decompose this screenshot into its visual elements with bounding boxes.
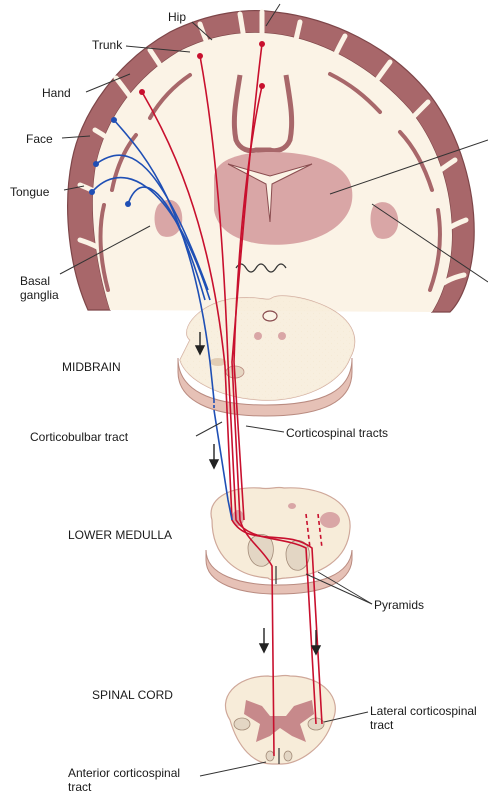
label-anterior-corticospinal-line2: tract	[68, 780, 91, 794]
anterior-cst-area-right	[284, 751, 292, 761]
label-anterior-corticospinal-line1: Anterior corticospinal	[68, 766, 180, 780]
medulla-nucleus-top	[288, 503, 296, 509]
label-pyramids: Pyramids	[374, 598, 424, 612]
label-tongue: Tongue	[10, 185, 49, 199]
label-spinal-cord: SPINAL CORD	[92, 688, 173, 702]
neuron-face	[111, 117, 117, 123]
neuron-tongue-3	[93, 161, 99, 167]
anterior-cst-area-left	[266, 751, 274, 761]
label-face: Face	[26, 132, 53, 146]
midbrain-nucleus-1	[278, 332, 286, 340]
spinal-cord-section	[225, 675, 335, 764]
label-trunk: Trunk	[92, 38, 122, 52]
medulla-olive-right	[320, 512, 340, 528]
arrow-down-icon	[260, 628, 268, 652]
label-lower-medulla: LOWER MEDULLA	[68, 528, 172, 542]
lateral-cst-area-left	[234, 718, 250, 730]
arrow-down-icon	[210, 444, 218, 468]
midbrain-nucleus-2	[254, 332, 262, 340]
label-hip: Hip	[168, 10, 186, 24]
label-corticospinal-tracts: Corticospinal tracts	[286, 426, 388, 440]
label-midbrain: MIDBRAIN	[62, 360, 121, 374]
neuron-hip	[259, 41, 265, 47]
label-hand: Hand	[42, 86, 71, 100]
label-corticobulbar-tract: Corticobulbar tract	[30, 430, 128, 444]
midbrain-section	[178, 296, 355, 416]
label-lateral-corticospinal-line1: Lateral corticospinal	[370, 704, 477, 718]
label-lateral-corticospinal-line2: tract	[370, 718, 393, 732]
brain-coronal-section	[68, 11, 475, 312]
label-basal-ganglia-line1: Basal	[20, 274, 50, 288]
cerebral-aqueduct	[263, 311, 277, 321]
neuron-tongue-2	[125, 201, 131, 207]
neuron-hand	[139, 89, 145, 95]
neuron-trunk	[197, 53, 203, 59]
arrow-down-icon	[312, 630, 320, 654]
neuron-tongue-1	[89, 189, 95, 195]
neuron-medial	[259, 83, 265, 89]
label-basal-ganglia-line2: ganglia	[20, 288, 59, 302]
